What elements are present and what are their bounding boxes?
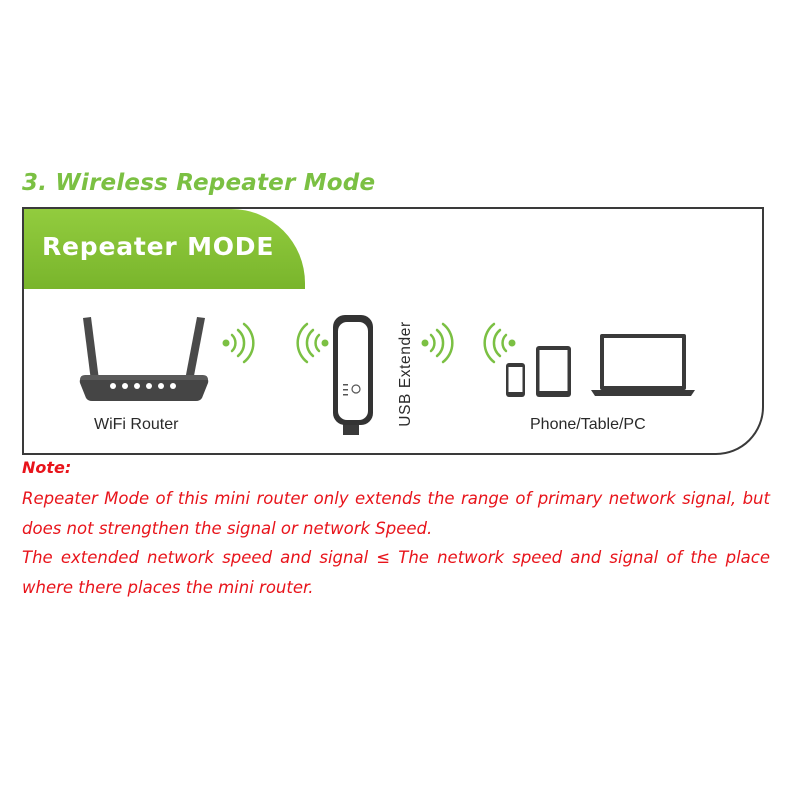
note-paragraph-1: Repeater Mode of this mini router only e… [22,489,770,538]
wifi-signal-icon [483,322,516,364]
note-paragraph-2: The extended network speed and signal ≤ … [22,548,770,597]
extender-caption: USB Extender [397,321,414,427]
router-caption: WiFi Router [94,416,179,433]
phone-icon [506,363,525,397]
note-body: Repeater Mode of this mini router only e… [22,484,770,602]
wifi-signal-icon [296,322,329,364]
router-icon [79,317,209,401]
mode-tab [24,209,305,289]
section-title: 3. Wireless Repeater Mode [22,170,376,196]
wifi-signal-icon [222,322,255,364]
wifi-signal-icon [421,322,454,364]
note-heading: Note: [22,458,72,477]
usb-extender-icon [333,315,373,435]
laptop-icon [591,334,695,396]
tablet-icon [536,346,571,397]
mode-label: Repeater MODE [42,232,275,261]
devices-caption: Phone/Table/PC [530,416,646,433]
